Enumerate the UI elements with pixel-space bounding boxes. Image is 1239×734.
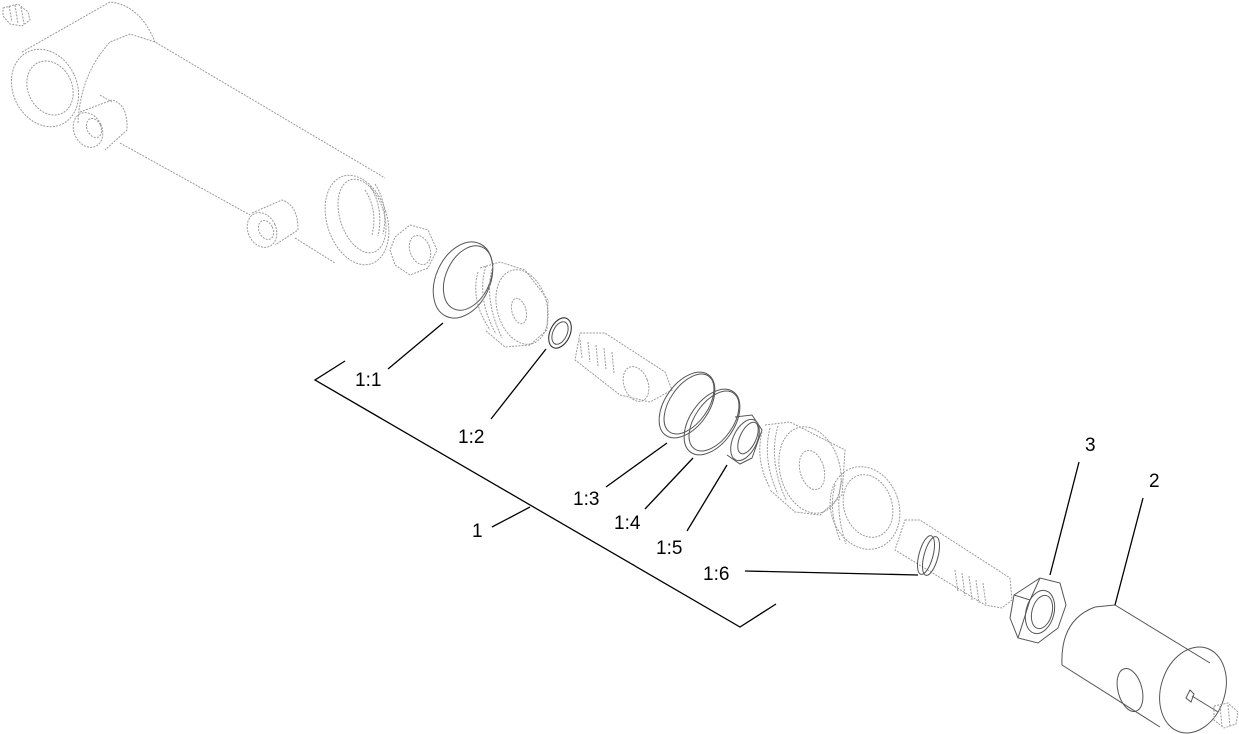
assembly-bracket <box>313 360 777 628</box>
o-ring-1-2 <box>548 317 572 349</box>
leader-line-1-4 <box>644 457 694 510</box>
rod-stud <box>574 332 673 403</box>
leader-line-1-2 <box>490 348 547 420</box>
leader-line-1-6 <box>744 570 919 576</box>
jam-nut-3 <box>1009 577 1067 644</box>
callout-1-3: 1:3 <box>573 489 599 510</box>
piston-seal-1-1 <box>432 241 494 319</box>
callout-1-6: 1:6 <box>703 564 729 585</box>
callout-2: 2 <box>1149 471 1160 492</box>
leader-line-1-1 <box>387 322 444 370</box>
leader-line-1-3 <box>605 442 668 488</box>
callout-1: 1 <box>472 521 483 542</box>
gland-right <box>759 421 846 516</box>
grease-fitting-left <box>2 3 31 27</box>
piston-left <box>475 261 549 348</box>
leader-line-3 <box>1049 461 1080 576</box>
leader-line-1 <box>491 506 531 528</box>
seal-ring-1-3 <box>658 371 716 439</box>
callout-1-4: 1:4 <box>614 513 641 534</box>
leader-lines <box>387 322 1144 606</box>
leader-line-2 <box>1114 497 1144 606</box>
seal-ring-1-4 <box>683 388 741 456</box>
jam-nut-left <box>389 224 438 276</box>
cylinder-barrel <box>10 1 390 266</box>
wiper-1-5 <box>726 414 763 465</box>
rod-end-2 <box>1061 604 1227 734</box>
callout-3: 3 <box>1085 435 1096 456</box>
rod-1-6 <box>894 519 1013 609</box>
leader-line-1-5 <box>686 464 728 532</box>
grease-fitting-right <box>1213 702 1239 729</box>
callout-1-2: 1:2 <box>458 427 484 448</box>
callout-1-1: 1:1 <box>355 370 381 391</box>
gland-cap <box>829 466 901 550</box>
callout-1-5: 1:5 <box>656 538 682 559</box>
